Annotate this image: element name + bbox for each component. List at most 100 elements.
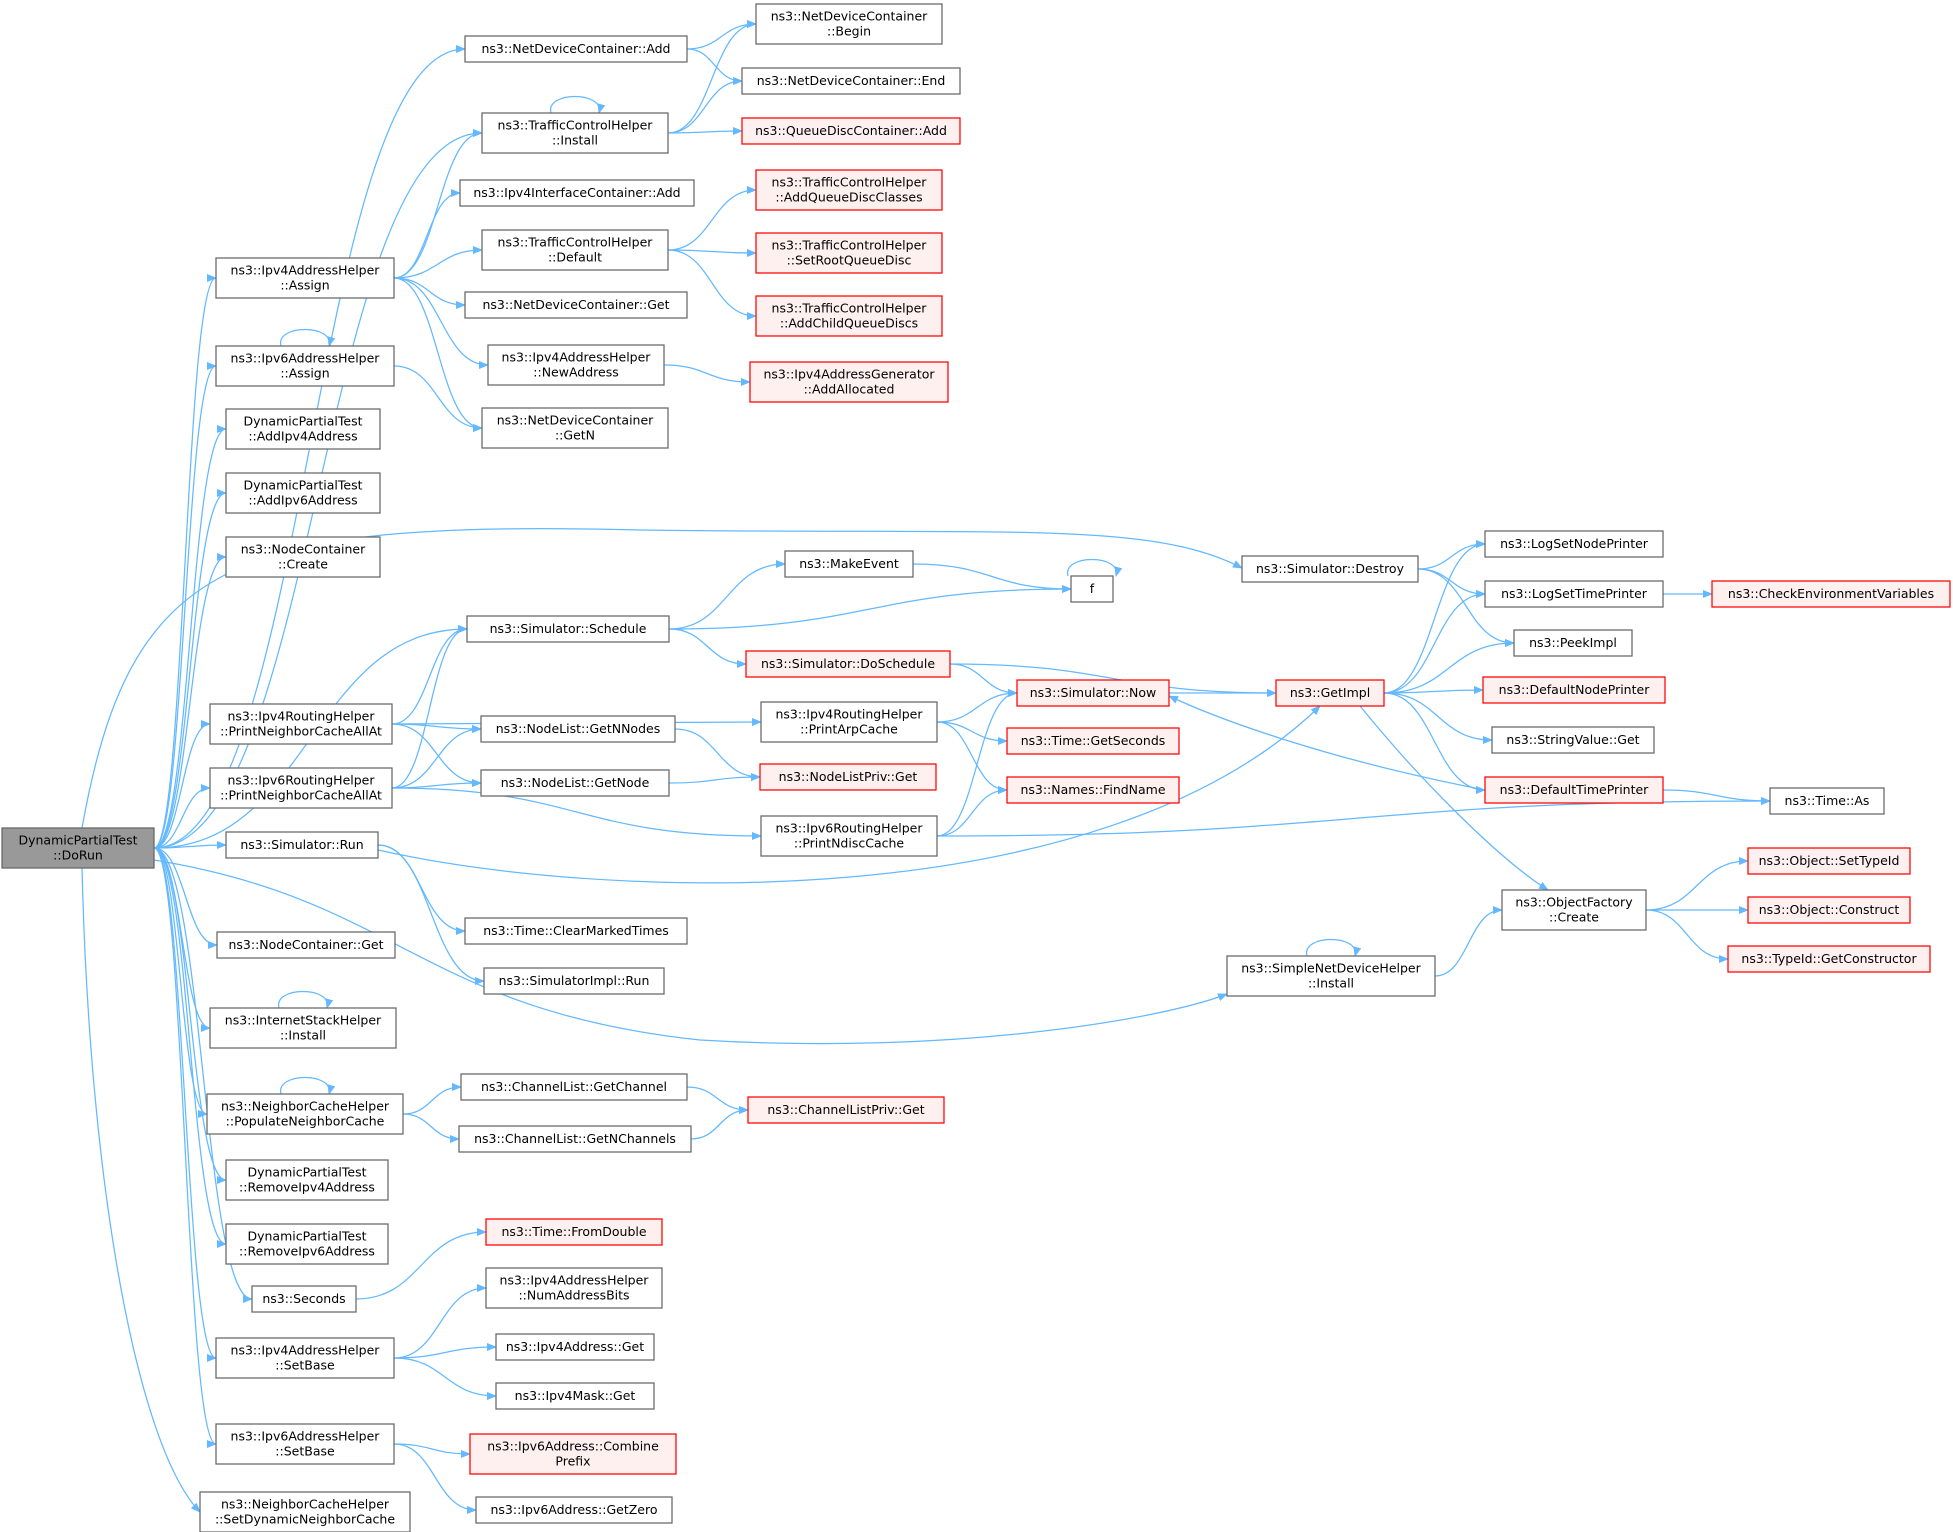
node-def_timeprinter[interactable]: ns3::DefaultTimePrinter [1484,776,1664,804]
node-sim_destroy[interactable]: ns3::Simulator::Destroy [1241,555,1419,583]
node-nc_get[interactable]: ns3::NodeContainer::Get [216,931,396,959]
edge-nch_populate-to-ch_getchannel [402,1083,462,1115]
node-dorun[interactable]: DynamicPartialTest::DoRun [1,827,155,869]
node-ipv4ah_assign[interactable]: ns3::Ipv4AddressHelper::Assign [215,257,395,299]
node-sim_now[interactable]: ns3::Simulator::Now [1016,679,1170,707]
node-tch_addqdc[interactable]: ns3::TrafficControlHelper::AddQueueDiscC… [755,169,943,211]
edge-ndc_add-to-ndc_end [686,48,743,85]
node-ndc_end[interactable]: ns3::NetDeviceContainer::End [741,67,961,95]
node-qdc_add[interactable]: ns3::QueueDiscContainer::Add [741,117,961,145]
node-def_nodeprinter[interactable]: ns3::DefaultNodePrinter [1482,676,1666,704]
node-box [209,767,393,809]
node-ipv4ic_add[interactable]: ns3::Ipv4InterfaceContainer::Add [459,179,695,207]
node-ch_getchannel[interactable]: ns3::ChannelList::GetChannel [460,1073,688,1101]
edge-dorun-to-ipv6ah_setbase [153,847,217,1448]
node-box [458,1125,692,1153]
node-ipv4ag_addalloc[interactable]: ns3::Ipv4AddressGenerator::AddAllocated [749,361,949,403]
node-box [759,763,937,791]
node-label: ns3::Time::GetSeconds [1021,733,1166,748]
node-peekimpl[interactable]: ns3::PeekImpl [1513,629,1633,657]
node-check_env[interactable]: ns3::CheckEnvironmentVariables [1711,580,1951,608]
node-objfactory_create[interactable]: ns3::ObjectFactory::Create [1501,889,1647,931]
node-stringvalue_get[interactable]: ns3::StringValue::Get [1491,726,1655,754]
node-dpt_removeipv4[interactable]: DynamicPartialTest::RemoveIpv4Address [225,1159,389,1201]
node-tch_setroot[interactable]: ns3::TrafficControlHelper::SetRootQueueD… [755,232,943,274]
node-ipv4ah_newaddr[interactable]: ns3::Ipv4AddressHelper::NewAddress [487,344,665,386]
node-sndh_install[interactable]: ns3::SimpleNetDeviceHelper::Install [1226,955,1436,997]
node-typeid_getctor[interactable]: ns3::TypeId::GetConstructor [1727,945,1931,973]
edge-ipv4ah_assign-to-ipv4ic_add [393,189,461,279]
edge-ch_getnchannels-to-clp_get [690,1106,749,1140]
node-log_setnode[interactable]: ns3::LogSetNodePrinter [1484,530,1664,558]
node-nch_populate[interactable]: ns3::NeighborCacheHelper::PopulateNeighb… [206,1093,404,1135]
node-nch_setdynamic[interactable]: ns3::NeighborCacheHelper::SetDynamicNeig… [199,1491,411,1532]
node-ipv6rh_ndisc[interactable]: ns3::Ipv6RoutingHelper::PrintNdiscCache [760,815,938,857]
node-dpt_addipv4[interactable]: DynamicPartialTest::AddIpv4Address [225,408,381,450]
node-time_clearmarked[interactable]: ns3::Time::ClearMarkedTimes [464,917,688,945]
node-time_as[interactable]: ns3::Time::As [1769,787,1885,815]
node-sim_schedule[interactable]: ns3::Simulator::Schedule [466,615,670,643]
node-simimpl_run[interactable]: ns3::SimulatorImpl::Run [483,967,665,995]
node-box [215,257,395,299]
node-dpt_addipv6[interactable]: DynamicPartialTest::AddIpv6Address [225,472,381,514]
node-nlp_get[interactable]: ns3::NodeListPriv::Get [759,763,937,791]
node-label: ::SetBase [275,1444,335,1459]
node-ipv4addr_get[interactable]: ns3::Ipv4Address::Get [495,1333,655,1361]
edge-dorun-to-sim_destroy [81,528,1243,829]
node-ipv6ah_assign[interactable]: ns3::Ipv6AddressHelper::Assign [215,345,395,387]
node-ipv4ah_setbase[interactable]: ns3::Ipv4AddressHelper::SetBase [215,1337,395,1379]
node-getimpl[interactable]: ns3::GetImpl [1275,679,1385,707]
edge-ipv6rh_ndisc-to-sim_now [936,689,1018,837]
node-nc_create[interactable]: ns3::NodeContainer::Create [225,536,381,578]
node-tch_default[interactable]: ns3::TrafficControlHelper::Default [481,229,669,271]
node-ipv4ah_numbits[interactable]: ns3::Ipv4AddressHelper::NumAddressBits [485,1267,663,1309]
node-obj_settypeid[interactable]: ns3::Object::SetTypeId [1747,847,1911,875]
node-label: ns3::Simulator::Run [240,837,363,852]
node-ipv4rh_print[interactable]: ns3::Ipv4RoutingHelper::PrintNeighborCac… [209,703,393,745]
node-sim_doschedule[interactable]: ns3::Simulator::DoSchedule [745,650,951,678]
node-box [1513,629,1633,657]
node-ch_getnchannels[interactable]: ns3::ChannelList::GetNChannels [458,1125,692,1153]
node-label: ns3::Ipv4InterfaceContainer::Add [473,185,680,200]
node-names_find[interactable]: ns3::Names::FindName [1006,776,1180,804]
node-ndc_begin[interactable]: ns3::NetDeviceContainer::Begin [755,3,943,45]
node-box [1484,580,1664,608]
node-label: ns3::TrafficControlHelper [772,175,928,190]
node-label: ns3::Ipv4AddressHelper [231,1343,381,1358]
node-ipv6ah_setbase[interactable]: ns3::Ipv6AddressHelper::SetBase [215,1423,395,1465]
edge-dorun-to-ipv4ah_assign [153,274,217,849]
node-nl_getnode[interactable]: ns3::NodeList::GetNode [480,769,670,797]
node-box [1491,726,1655,754]
node-dpt_removeipv6[interactable]: DynamicPartialTest::RemoveIpv6Address [225,1223,389,1265]
node-ipv6rh_print[interactable]: ns3::Ipv6RoutingHelper::PrintNeighborCac… [209,767,393,809]
node-box [199,1491,411,1532]
node-ndc_getn[interactable]: ns3::NetDeviceContainer::GetN [481,407,669,449]
node-tch_addchild[interactable]: ns3::TrafficControlHelper::AddChildQueue… [755,295,943,337]
node-time_fromdouble[interactable]: ns3::Time::FromDouble [485,1218,663,1246]
edge-getimpl-to-def_nodeprinter [1383,686,1484,695]
node-seconds[interactable]: ns3::Seconds [251,1285,357,1313]
node-label: ::RemoveIpv6Address [239,1244,375,1259]
node-ndc_get[interactable]: ns3::NetDeviceContainer::Get [464,291,688,319]
node-label: ns3::Simulator::Now [1030,685,1157,700]
node-time_getseconds[interactable]: ns3::Time::GetSeconds [1006,727,1180,755]
edge-dorun-to-nc_get [153,847,218,949]
node-obj_construct[interactable]: ns3::Object::Construct [1747,896,1911,924]
node-ndc_add[interactable]: ns3::NetDeviceContainer::Add [464,35,688,63]
node-f[interactable]: f [1070,575,1114,603]
node-ipv6addr_getzero[interactable]: ns3::Ipv6Address::GetZero [475,1496,673,1524]
node-nl_getnnodes[interactable]: ns3::NodeList::GetNNodes [480,715,676,743]
node-clp_get[interactable]: ns3::ChannelListPriv::Get [747,1096,945,1124]
node-ish_install[interactable]: ns3::InternetStackHelper::Install [209,1007,397,1049]
edge-ipv6ah_setbase-to-ipv6addr_getzero [393,1443,477,1514]
node-tch_install[interactable]: ns3::TrafficControlHelper::Install [481,112,669,154]
node-log_settime[interactable]: ns3::LogSetTimePrinter [1484,580,1664,608]
node-ipv4rh_arp[interactable]: ns3::Ipv4RoutingHelper::PrintArpCache [760,701,938,743]
node-label: ::NumAddressBits [518,1288,629,1303]
node-sim_run[interactable]: ns3::Simulator::Run [225,831,379,859]
node-label: ns3::NodeContainer::Get [229,937,384,952]
node-ipv4mask_get[interactable]: ns3::Ipv4Mask::Get [495,1382,655,1410]
node-makeevent[interactable]: ns3::MakeEvent [784,550,914,578]
node-label: ns3::ChannelListPriv::Get [767,1102,924,1117]
